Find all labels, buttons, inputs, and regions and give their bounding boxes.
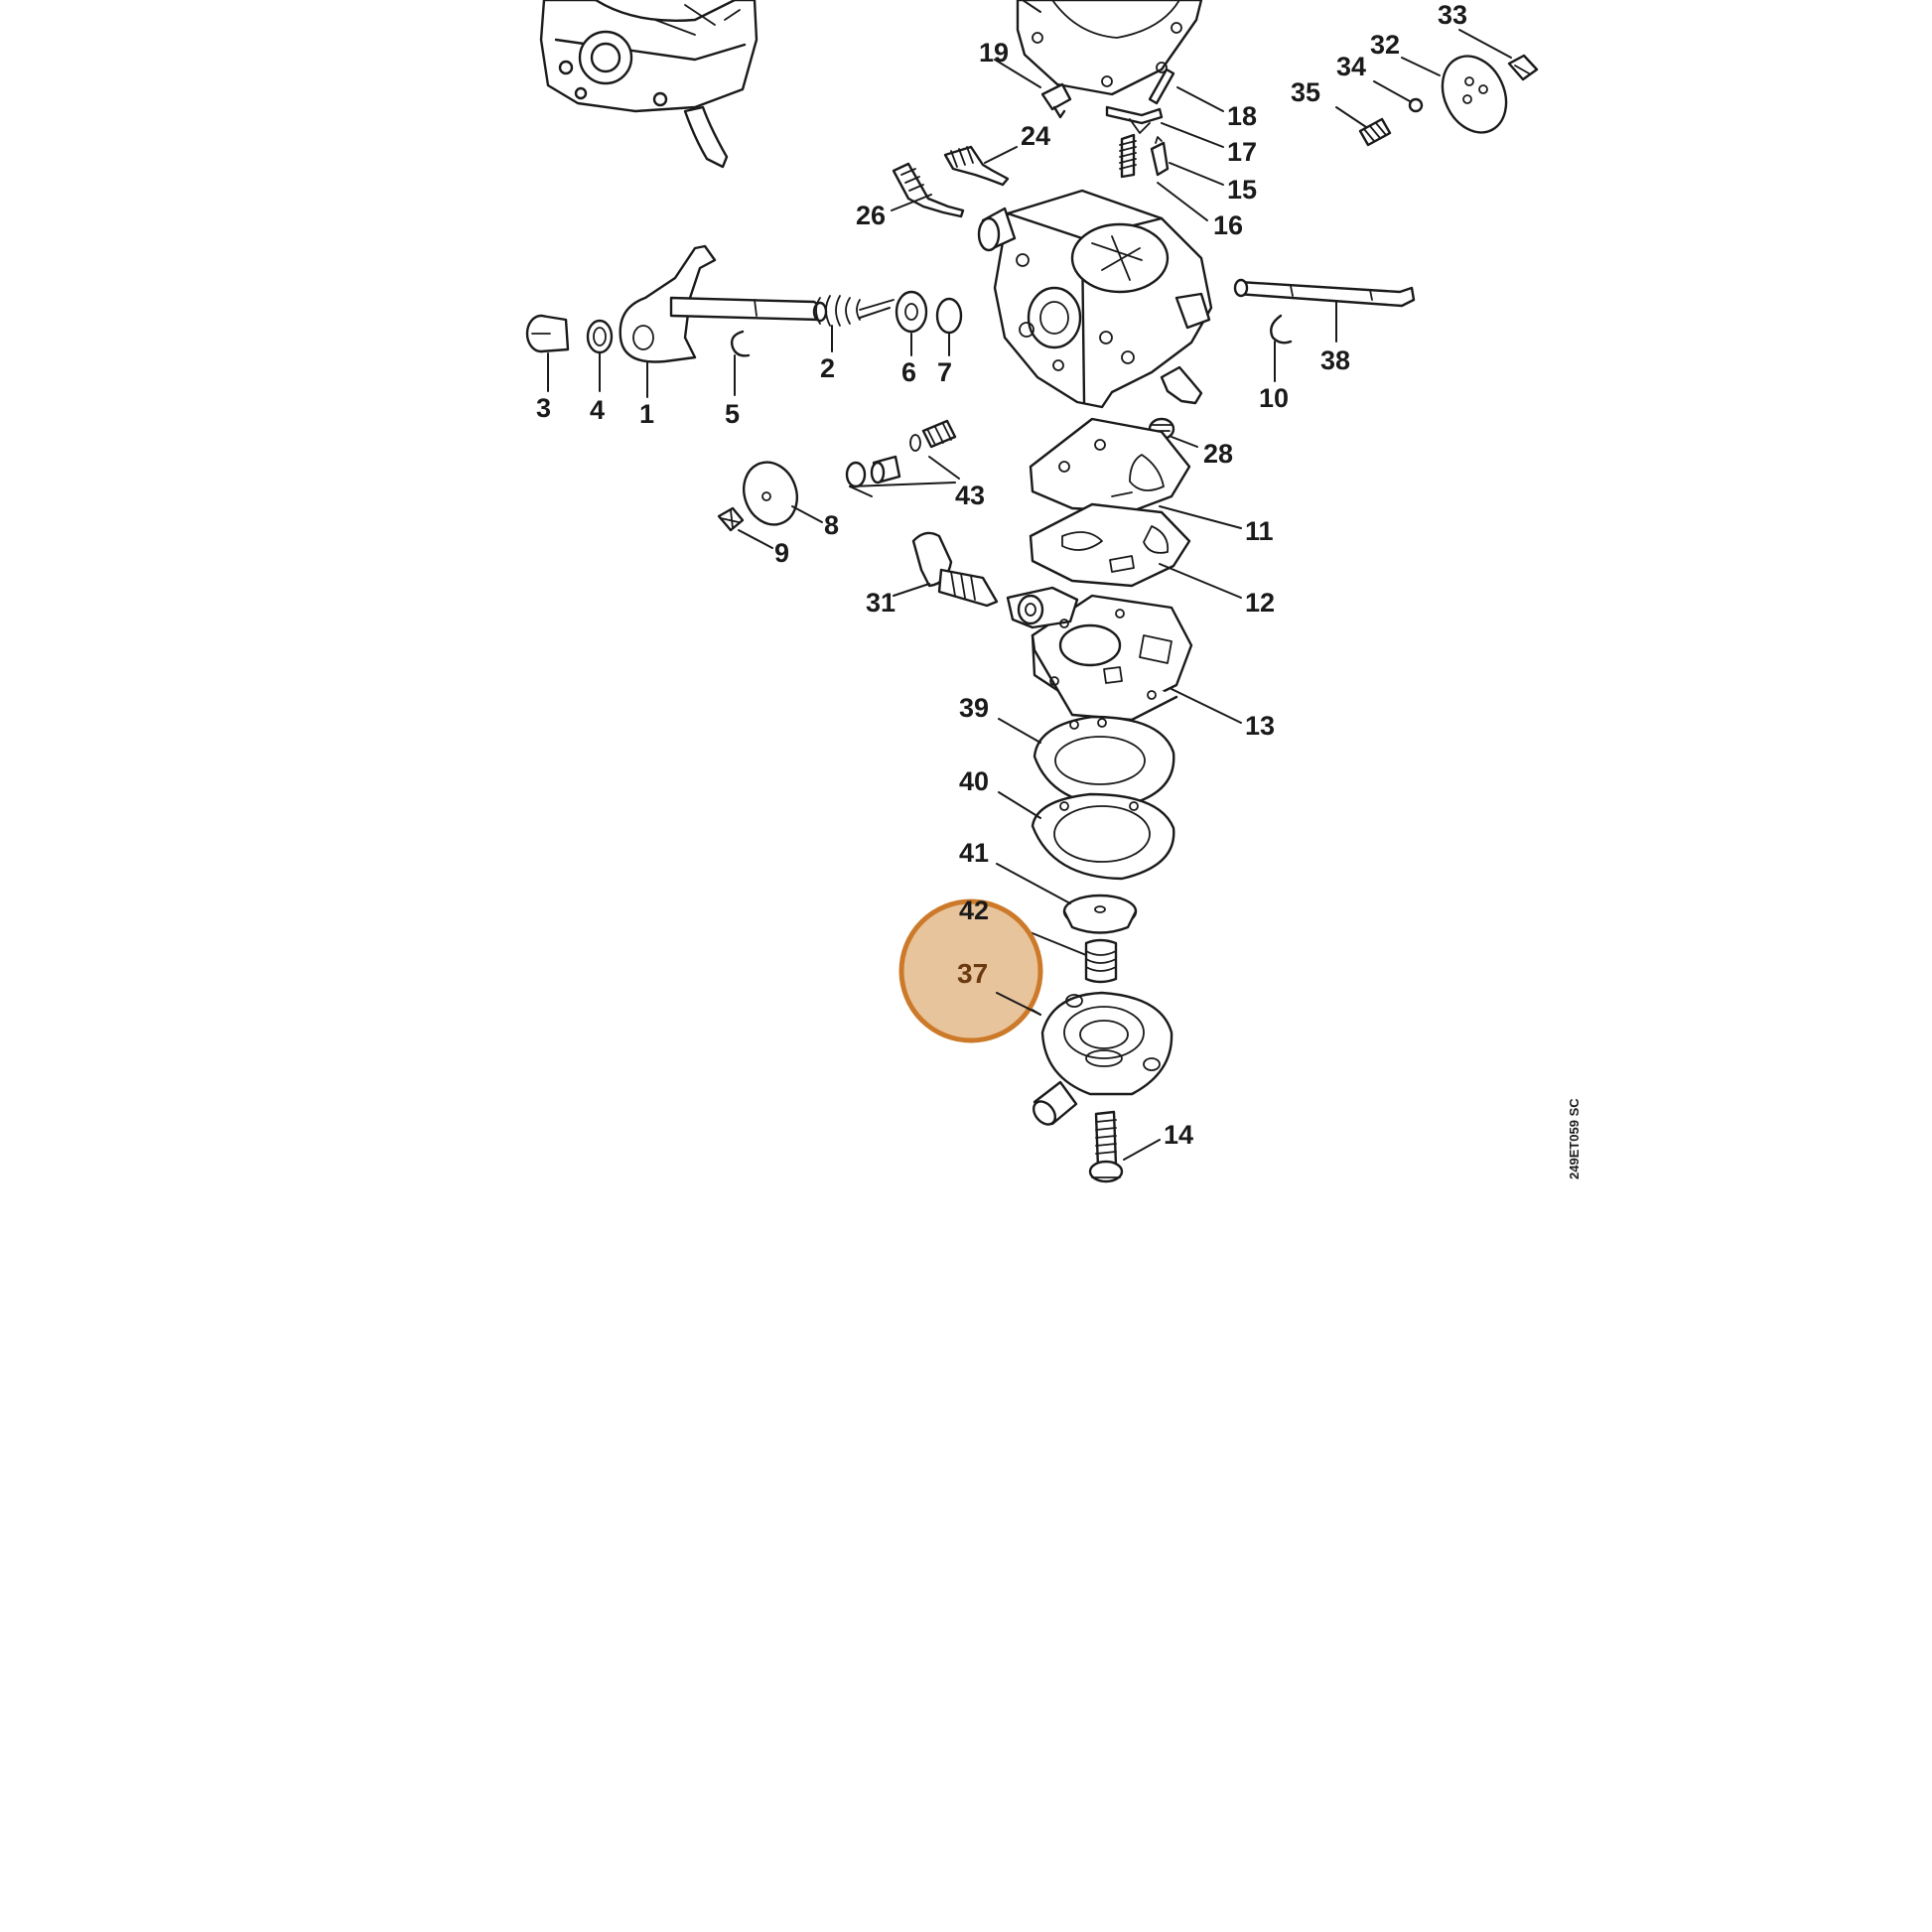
screw-19 xyxy=(1040,82,1072,119)
screw-33 xyxy=(1507,54,1539,81)
plate-8 xyxy=(743,461,798,526)
callout-2: 2 xyxy=(820,353,835,383)
callout-6: 6 xyxy=(901,357,916,387)
spring-35 xyxy=(1358,117,1392,147)
washer-6 xyxy=(895,290,928,334)
callout-13: 13 xyxy=(1245,711,1275,741)
ring-7 xyxy=(935,297,963,335)
callout-3: 3 xyxy=(536,393,551,423)
callout-10: 10 xyxy=(1259,383,1289,413)
parts-set-43 xyxy=(845,419,957,488)
highlight-circle xyxy=(898,898,1043,1043)
pump-cover-37 xyxy=(1032,991,1173,1126)
pump-housing-13 xyxy=(1006,586,1193,722)
ball-34 xyxy=(1408,97,1424,113)
callout-40: 40 xyxy=(959,766,989,796)
callout-41: 41 xyxy=(959,838,989,868)
callout-12: 12 xyxy=(1245,588,1275,618)
inlet-needle-parts xyxy=(1105,68,1175,179)
washer-4 xyxy=(586,319,614,354)
screw-9 xyxy=(717,506,745,532)
spring-2 xyxy=(815,295,895,327)
callout-35: 35 xyxy=(1291,77,1320,107)
callout-34: 34 xyxy=(1336,52,1366,81)
diaphragm-39 xyxy=(1033,715,1175,808)
adjusting-screws-24-26 xyxy=(892,145,1010,218)
gasket-12 xyxy=(1029,502,1191,588)
callout-42: 42 xyxy=(959,896,989,925)
gasket-11 xyxy=(1029,417,1191,513)
callout-7: 7 xyxy=(937,357,952,387)
callout-37-highlighted: 37 xyxy=(957,958,988,989)
callout-14: 14 xyxy=(1164,1120,1193,1150)
main-carburetor-body xyxy=(977,189,1213,409)
callout-16: 16 xyxy=(1213,210,1243,240)
cap-41 xyxy=(1062,894,1138,934)
callout-38: 38 xyxy=(1320,345,1350,375)
callout-17: 17 xyxy=(1227,137,1257,167)
leader-37 xyxy=(996,992,1041,1016)
callout-43: 43 xyxy=(955,481,985,510)
callout-32: 32 xyxy=(1370,30,1400,60)
callout-labels: 19 18 17 15 16 24 26 33 32 34 35 3 4 1 5… xyxy=(536,0,1467,1150)
callout-31: 31 xyxy=(866,588,896,618)
clip-10 xyxy=(1270,314,1293,345)
spring-42 xyxy=(1084,938,1118,984)
callout-9: 9 xyxy=(774,538,789,568)
gasket-40 xyxy=(1031,792,1175,881)
callout-1: 1 xyxy=(639,399,654,429)
callout-11: 11 xyxy=(1245,516,1274,546)
callout-4: 4 xyxy=(590,395,605,425)
clip-5 xyxy=(730,330,751,357)
callout-28: 28 xyxy=(1203,439,1233,469)
screw-14 xyxy=(1088,1110,1124,1183)
callout-24: 24 xyxy=(1021,121,1050,151)
throttle-lever-1 xyxy=(619,244,828,363)
shaft-38 xyxy=(1233,278,1416,308)
top-gasket xyxy=(1016,0,1203,96)
callout-15: 15 xyxy=(1227,175,1257,205)
callout-8: 8 xyxy=(824,510,839,540)
plate-32 xyxy=(1441,55,1508,134)
carburetor-assembly-top-left xyxy=(539,0,759,169)
drawing-code: 249ET059 SC xyxy=(1567,1098,1582,1179)
screw-3 xyxy=(525,314,570,353)
callout-39: 39 xyxy=(959,693,989,723)
callout-5: 5 xyxy=(725,399,740,429)
adjusting-screw-31 xyxy=(911,531,999,608)
leader-lines xyxy=(547,0,1512,1161)
callout-26: 26 xyxy=(856,201,886,230)
callout-19: 19 xyxy=(979,38,1009,68)
callout-33: 33 xyxy=(1438,0,1467,30)
callout-18: 18 xyxy=(1227,101,1257,131)
